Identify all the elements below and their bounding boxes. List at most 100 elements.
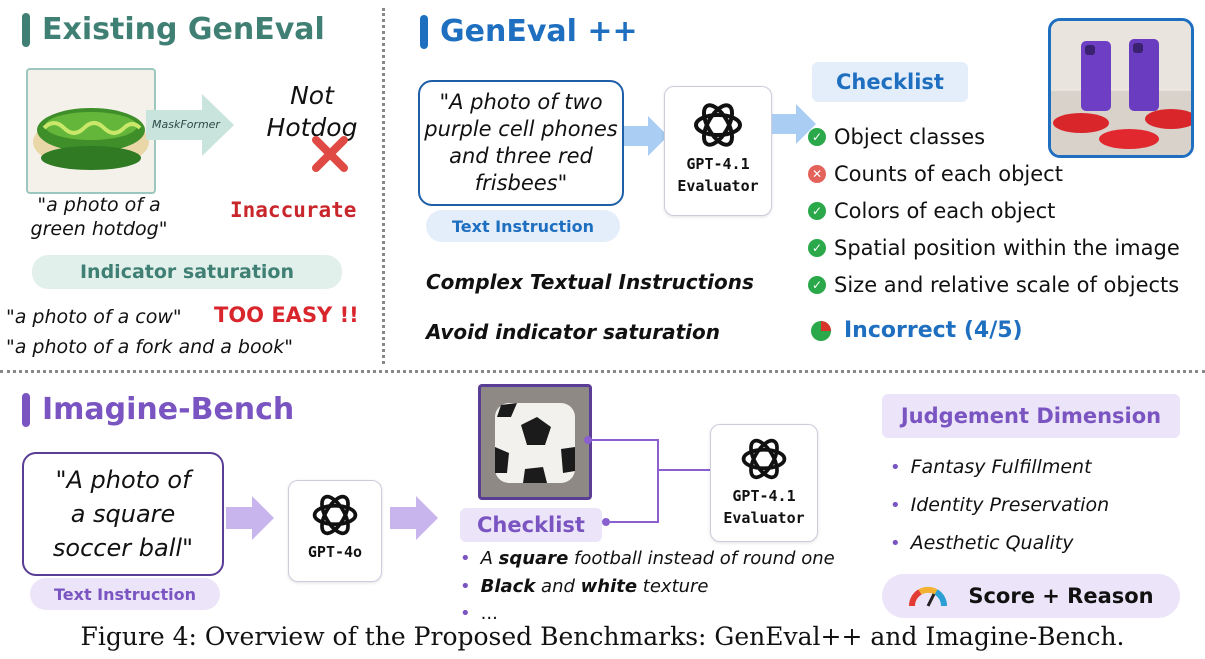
- checklist-item: • Black and white texture: [460, 572, 880, 600]
- instruction-line: frisbees": [474, 171, 568, 195]
- arrow-right-icon: [226, 496, 274, 540]
- indicator-saturation-pill: Indicator saturation: [32, 255, 342, 289]
- arrow-right-icon: [390, 496, 438, 540]
- geneval-evaluator-box: GPT-4.1 Evaluator: [664, 86, 772, 216]
- section-bar: [420, 14, 428, 49]
- imagine-bench-title-text: Imagine-Bench: [42, 392, 295, 427]
- checklist-item-label: Spatial position within the image: [834, 235, 1180, 260]
- too-easy-label: TOO EASY !!: [214, 303, 359, 327]
- imagine-instruction-box: "A photo of a square soccer ball": [22, 452, 224, 576]
- imagine-checklist: • A square football instead of round one…: [460, 544, 880, 626]
- geneval-pp-title: GenEval ++: [420, 14, 638, 49]
- instruction-line: and three red: [449, 144, 593, 168]
- score-reason-label: Score + Reason: [968, 584, 1154, 608]
- inaccurate-label: Inaccurate: [230, 198, 357, 222]
- connector-lines: [584, 436, 712, 526]
- hotdog-prompt-line1: "a photo of a: [37, 194, 161, 216]
- bullet-icon: •: [460, 602, 471, 624]
- arrow-right-icon: [624, 116, 668, 156]
- evaluator-model-label: GPT-4.1: [732, 487, 796, 505]
- openai-logo-icon: [741, 438, 787, 480]
- gpt4o-label: GPT-4o: [307, 543, 363, 561]
- imagine-text-instruction-pill: Text Instruction: [30, 578, 220, 610]
- fail-icon: ✕: [808, 164, 826, 183]
- checklist-item-label: Counts of each object: [834, 161, 1063, 186]
- complex-instructions-label: Complex Textual Instructions: [426, 270, 754, 294]
- dimension-item: • Fantasy Fulfillment: [890, 448, 1190, 486]
- arrow-right-icon: [772, 104, 816, 144]
- checklist-item: ✓ Size and relative scale of objects: [808, 266, 1200, 303]
- instruction-line: a square: [70, 500, 176, 528]
- imagine-bench-title: Imagine-Bench: [22, 392, 294, 427]
- instruction-line: "A photo of: [55, 466, 191, 494]
- existing-geneval-title: Existing GenEval: [22, 12, 325, 47]
- evaluator-role-label: Evaluator: [677, 177, 759, 195]
- maskformer-label: MaskFormer: [152, 118, 220, 131]
- section-bar: [22, 12, 30, 47]
- checklist-text: football instead of round one: [568, 547, 835, 569]
- checklist-text: texture: [637, 575, 709, 597]
- dimension-label: Identity Preservation: [910, 494, 1110, 516]
- dimension-label: Aesthetic Quality: [910, 532, 1074, 554]
- verdict: Incorrect (4/5): [810, 318, 1023, 343]
- checklist-item: ✓ Object classes: [808, 118, 1200, 155]
- easy-prompt-fork-book: "a photo of a fork and a book": [6, 336, 293, 358]
- checklist-bold-text: Black: [480, 575, 536, 597]
- not-hotdog-line1: Not: [290, 81, 334, 110]
- gauge-icon: [909, 586, 948, 607]
- checklist-item-label: Size and relative scale of objects: [834, 272, 1180, 297]
- check-icon: ✓: [808, 201, 826, 220]
- avoid-saturation-label: Avoid indicator saturation: [426, 320, 720, 344]
- easy-prompt-cow: "a photo of a cow": [6, 306, 182, 328]
- checklist-item: ✓ Spatial position within the image: [808, 229, 1200, 266]
- verdict-label: Incorrect (4/5): [844, 318, 1023, 343]
- instruction-line: purple cell phones: [424, 117, 618, 141]
- geneval-text-instruction-pill: Text Instruction: [426, 210, 620, 242]
- existing-geneval-title-text: Existing GenEval: [42, 12, 325, 47]
- dimension-item: • Aesthetic Quality: [890, 524, 1190, 562]
- bullet-icon: •: [890, 532, 901, 554]
- pie-progress-icon: [811, 320, 831, 341]
- gpt4o-box: GPT-4o: [288, 480, 382, 582]
- checklist-text: and: [535, 575, 581, 597]
- geneval-checklist: ✓ Object classes ✕ Counts of each object…: [808, 118, 1200, 303]
- check-icon: ✓: [808, 238, 826, 257]
- phones-frisbees-image: [1048, 18, 1194, 158]
- checklist-item-label: Object classes: [834, 124, 986, 149]
- checklist-item: • A square football instead of round one: [460, 544, 880, 572]
- checklist-item: • ...: [460, 600, 880, 626]
- judgement-dimensions-list: • Fantasy Fulfillment • Identity Preserv…: [890, 448, 1190, 562]
- green-hotdog-image: [26, 68, 156, 194]
- maskformer-arrow: [146, 92, 234, 158]
- hotdog-prompt-line2: green hotdog": [30, 218, 168, 240]
- score-reason-pill: Score + Reason: [882, 574, 1180, 618]
- geneval-checklist-pill: Checklist: [812, 62, 968, 102]
- bullet-icon: •: [890, 494, 901, 516]
- horizontal-divider: [0, 370, 1205, 373]
- hotdog-prompt: "a photo of a green hotdog": [14, 193, 184, 241]
- figure-caption: Figure 4: Overview of the Proposed Bench…: [80, 622, 1125, 651]
- imagine-evaluator-box: GPT-4.1 Evaluator: [710, 424, 818, 542]
- section-bar: [22, 392, 30, 427]
- checklist-text: A: [480, 547, 499, 569]
- imagine-checklist-pill: Checklist: [460, 508, 602, 542]
- cross-icon: [310, 134, 350, 174]
- checklist-item: ✕ Counts of each object: [808, 155, 1200, 192]
- judgement-dimension-pill: Judgement Dimension: [882, 394, 1180, 438]
- instruction-line: "A photo of two: [439, 90, 603, 114]
- evaluator-role-label: Evaluator: [723, 509, 805, 527]
- checklist-ellipsis: ...: [480, 602, 498, 624]
- checklist-bold-text: white: [580, 575, 638, 597]
- checklist-item-label: Colors of each object: [834, 198, 1056, 223]
- square-soccer-ball-image: [478, 384, 592, 500]
- geneval-pp-title-text: GenEval ++: [440, 14, 638, 49]
- vertical-divider: [382, 8, 385, 364]
- dimension-label: Fantasy Fulfillment: [910, 456, 1092, 478]
- openai-logo-icon: [312, 494, 358, 536]
- bullet-icon: •: [890, 456, 901, 478]
- dimension-item: • Identity Preservation: [890, 486, 1190, 524]
- instruction-line: soccer ball": [52, 534, 194, 562]
- evaluator-model-label: GPT-4.1: [686, 155, 750, 173]
- checklist-bold-text: square: [498, 547, 569, 569]
- bullet-icon: •: [460, 547, 471, 569]
